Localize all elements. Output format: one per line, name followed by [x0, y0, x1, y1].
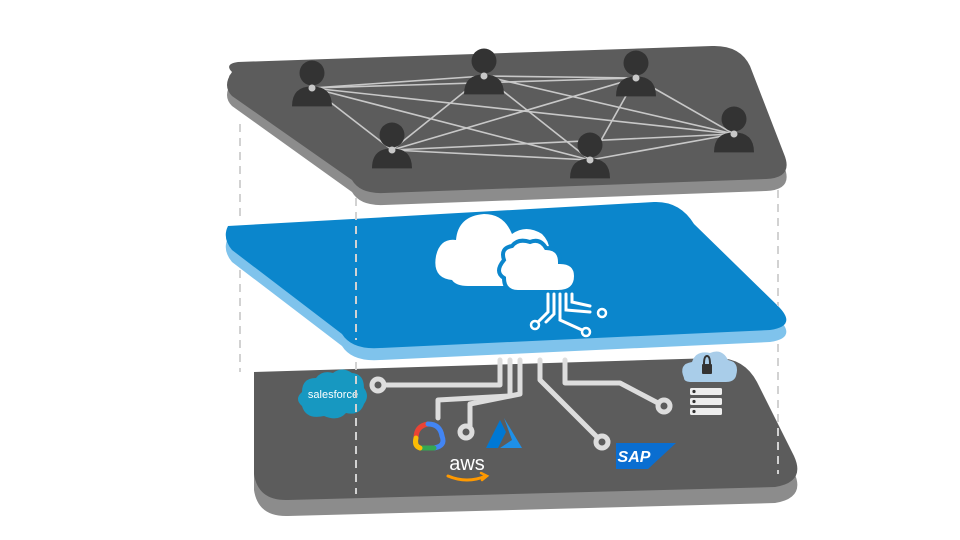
secure-cloud-server-icon	[682, 351, 737, 415]
dashed-guides	[239, 124, 779, 494]
cloud-circuit-icon	[435, 214, 608, 338]
network-nodes	[308, 72, 738, 164]
salesforce-logo-text: salesforce	[308, 389, 358, 401]
services-layer-top	[254, 357, 798, 501]
network-connections	[311, 75, 735, 161]
salesforce-logo: salesforce	[298, 369, 367, 419]
sap-logo-text: SAP	[618, 449, 651, 466]
aws-logo: aws	[446, 453, 490, 482]
circuit-connectors	[369, 357, 673, 451]
azure-logo	[486, 418, 522, 448]
sap-logo: SAP	[616, 443, 676, 469]
aws-logo-text: aws	[449, 453, 485, 475]
google-cloud-logo	[413, 421, 446, 451]
